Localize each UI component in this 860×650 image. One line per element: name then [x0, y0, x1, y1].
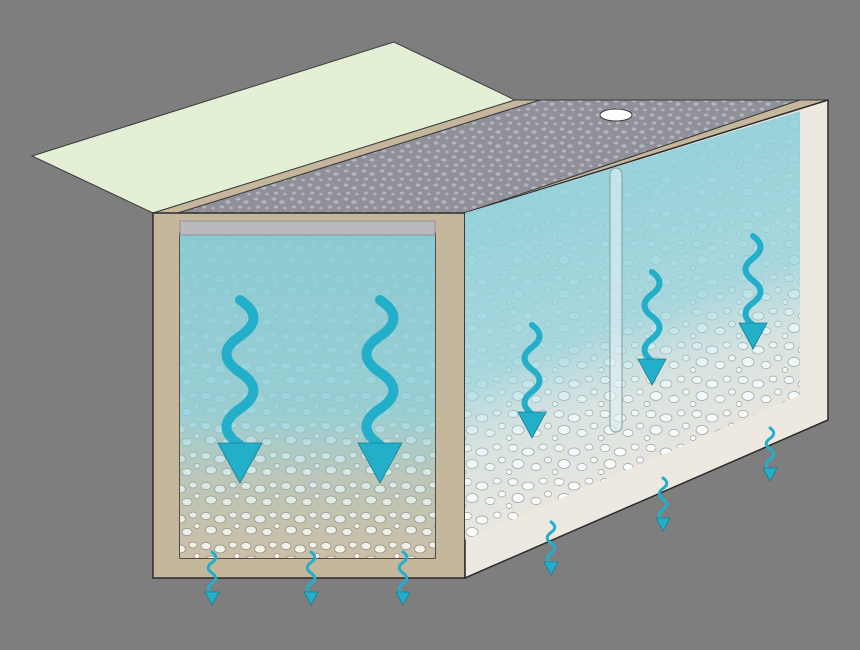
front-seep-arrow-icon [204, 550, 220, 606]
side-flow-arrow-icon [738, 233, 768, 350]
observation-well-icon [609, 167, 623, 433]
side-water-layer [465, 111, 800, 540]
side-flow-arrow-icon [637, 269, 667, 386]
side-seep-arrow-icon [655, 476, 671, 532]
front-gravel-band [179, 220, 436, 236]
front-flow-arrow-icon [357, 295, 403, 484]
front-flow-arrow-icon [217, 295, 263, 484]
side-flow-arrow-icon [517, 322, 547, 439]
side-seep-arrow-icon [543, 520, 559, 576]
flow-arrows [204, 233, 778, 606]
front-seep-arrow-icon [395, 550, 411, 606]
side-seep-arrow-icon [762, 426, 778, 482]
well-cap-icon [599, 108, 633, 122]
front-seep-arrow-icon [303, 550, 319, 606]
